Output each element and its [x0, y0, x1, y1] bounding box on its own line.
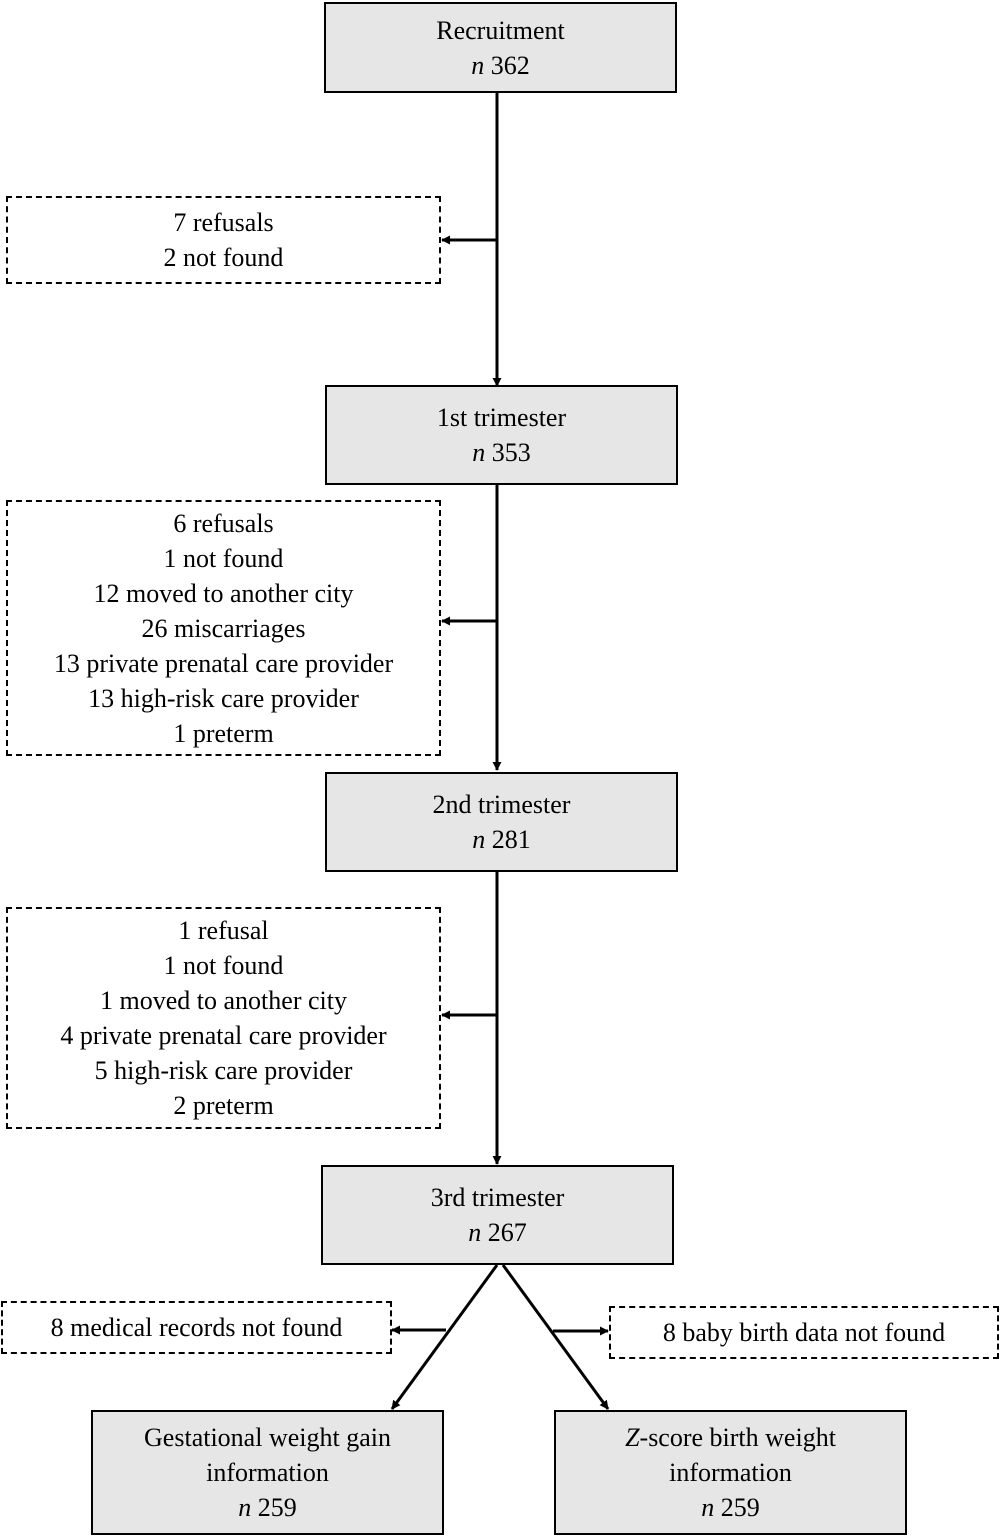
outcome-title: Gestational weight gain — [144, 1423, 391, 1452]
n-label: n — [701, 1493, 715, 1522]
outcome-subtitle: information — [669, 1458, 792, 1487]
n-label: n — [472, 825, 486, 854]
exclusion-line: 4 private prenatal care provider — [60, 1021, 387, 1050]
n-value: 259 — [257, 1493, 297, 1522]
n-label: n — [238, 1493, 252, 1522]
exclusion-after-second-trimester: 1 refusal 1 not found 1 moved to another… — [6, 907, 441, 1129]
exclusion-line: 13 high-risk care provider — [88, 683, 359, 713]
n-label: n — [471, 50, 485, 80]
stage-title: 2nd trimester — [432, 790, 571, 819]
exclusion-line: 1 refusal — [178, 916, 269, 945]
stage-title: Recruitment — [436, 15, 565, 45]
exclusion-line: 12 moved to another city — [93, 578, 354, 608]
n-value: 267 — [487, 1218, 527, 1247]
n-value: 353 — [491, 438, 531, 467]
arrow-third-to-zscore — [501, 1264, 610, 1410]
exclusion-line: 2 not found — [163, 243, 284, 272]
exclusion-line: 1 preterm — [173, 718, 274, 748]
exclusion-baby-birth-data: 8 baby birth data not found — [609, 1306, 999, 1359]
n-label: n — [468, 1218, 482, 1247]
stage-title: 3rd trimester — [430, 1183, 565, 1212]
z-label: Z — [625, 1423, 640, 1452]
exclusion-medical-records: 8 medical records not found — [1, 1301, 392, 1354]
outcome-zscore-birth-weight: Z-score birth weight information n 259 — [554, 1410, 907, 1535]
exclusion-line: 1 not found — [163, 543, 284, 573]
exclusion-line: 8 medical records not found — [50, 1313, 343, 1342]
stage-third-trimester: 3rd trimester n 267 — [321, 1165, 674, 1265]
exclusion-after-recruitment: 7 refusals 2 not found — [6, 196, 441, 284]
n-value: 259 — [720, 1493, 760, 1522]
outcome-gestational-weight-gain: Gestational weight gain information n 25… — [91, 1410, 444, 1535]
outcome-title: -score birth weight — [639, 1423, 836, 1452]
stage-title: 1st trimester — [436, 403, 567, 432]
stage-first-trimester: 1st trimester n 353 — [325, 385, 678, 485]
n-value: 281 — [491, 825, 531, 854]
stage-recruitment: Recruitment n 362 — [324, 2, 677, 93]
exclusion-line: 7 refusals — [173, 208, 274, 237]
exclusion-line: 13 private prenatal care provider — [53, 648, 394, 678]
exclusion-line: 1 moved to another city — [100, 986, 347, 1015]
exclusion-after-first-trimester: 6 refusals 1 not found 12 moved to anoth… — [6, 500, 441, 756]
exclusion-line: 26 miscarriages — [141, 613, 306, 643]
exclusion-line: 2 preterm — [173, 1091, 274, 1120]
exclusion-line: 5 high-risk care provider — [94, 1056, 353, 1085]
exclusion-line: 1 not found — [163, 951, 284, 980]
n-label: n — [472, 438, 486, 467]
exclusion-line: 8 baby birth data not found — [662, 1318, 946, 1347]
exclusion-line: 6 refusals — [173, 508, 274, 538]
n-value: 362 — [490, 50, 530, 80]
stage-second-trimester: 2nd trimester n 281 — [325, 772, 678, 872]
outcome-subtitle: information — [206, 1458, 329, 1487]
arrow-third-to-gwg — [390, 1264, 499, 1410]
